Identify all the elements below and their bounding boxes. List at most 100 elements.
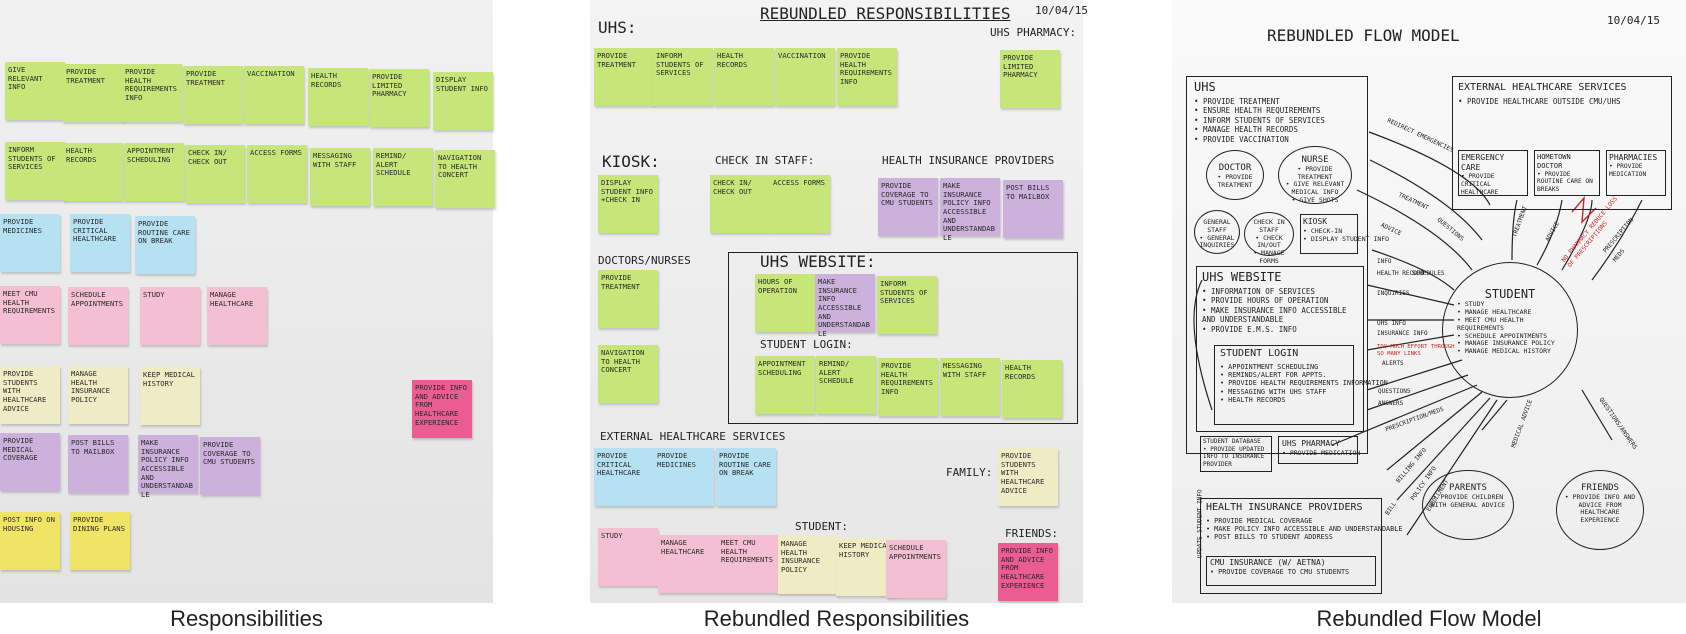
- hometown-doctor-block: Hometown doctor • Provide routine care o…: [1537, 153, 1599, 194]
- general-staff-circle: General staff • General inquiries: [1194, 210, 1240, 254]
- student-login-item: • Health records: [1220, 396, 1286, 405]
- uhs-item: • Inform students of services: [1194, 115, 1325, 125]
- external-item: • Provide healthcare outside CMU/UHS: [1458, 96, 1621, 106]
- general-staff-item: • General inquiries: [1199, 233, 1235, 250]
- student-title: Student: [1484, 287, 1536, 301]
- flow-title: Rebundled Flow Model: [1267, 26, 1460, 45]
- student-login-block: Student Login • Appointment scheduling •…: [1220, 348, 1388, 405]
- pharmacies-block: Pharmacies • Provide medication: [1609, 153, 1665, 179]
- sticky-note: Schedule appointments: [68, 287, 128, 345]
- student-login-item: • Messaging with UHS staff: [1220, 387, 1327, 396]
- sticky-note: Provide coverage to CMU students: [878, 178, 938, 236]
- student-database-title: Student database: [1203, 438, 1261, 445]
- sticky-note: Provide info and advice from healthcare …: [998, 543, 1058, 601]
- flow-label: Alerts: [1382, 360, 1404, 367]
- sticky-note: Provide info and advice from healthcare …: [412, 380, 472, 438]
- section-label: Health insurance providers: [882, 154, 1055, 167]
- sticky-note: Provide critical healthcare: [70, 214, 130, 272]
- flow-arrows: [1193, 131, 1643, 536]
- section-label: External healthcare services: [600, 430, 786, 443]
- emergency-care-box: [1458, 150, 1528, 196]
- sticky-note: Health records: [714, 48, 774, 106]
- uhs-pharmacy-box: [1278, 436, 1358, 464]
- sticky-note: Provide medicines: [654, 448, 714, 506]
- sticky-note: Post bills to mailbox: [1003, 180, 1063, 238]
- student-database-item: • Provide updated info to insurance prov…: [1203, 445, 1265, 468]
- sticky-note: Provide students with healthcare advice: [998, 448, 1058, 506]
- flow-date: 10/04/15: [1607, 14, 1660, 27]
- rebundled-flow-model-photo: Rebundled Flow Model 10/04/15 UHS • Prov…: [1172, 0, 1686, 603]
- insurance-item: • Provide medical coverage: [1206, 516, 1313, 525]
- sticky-note: Remind/ alert schedule: [373, 148, 433, 206]
- website-item: • Provide hours of operation: [1202, 296, 1329, 306]
- hometown-doctor-box: [1534, 150, 1600, 196]
- student-login-box: [1214, 345, 1354, 425]
- emergency-care-item: • Provide critical healthcare: [1461, 173, 1499, 196]
- doctor-title: Doctor: [1218, 163, 1252, 173]
- sticky-note: Manage health insurance policy: [68, 366, 128, 424]
- friends-circle: Friends • Provide info and advice from h…: [1556, 470, 1644, 550]
- sticky-note: Messaging with staff: [310, 148, 370, 206]
- section-label: Kiosk:: [602, 152, 660, 171]
- check-in-staff-item: • Check in/out: [1255, 233, 1283, 250]
- sticky-note: Provide treatment: [63, 64, 123, 122]
- flow-label: Update student info: [1196, 489, 1204, 559]
- section-label: UHS Website:: [760, 252, 876, 271]
- flow-label: Answers: [1378, 400, 1404, 407]
- section-label: UHS Pharmacy:: [990, 26, 1077, 39]
- sticky-note: Health records: [308, 68, 368, 126]
- doctor-item: • Provide treatment: [1217, 172, 1253, 189]
- sticky-note: Navigation to health concert: [598, 345, 658, 403]
- external-title: External Healthcare Services: [1458, 82, 1627, 93]
- cmu-insurance-title: CMU Insurance (w/ Aetna): [1210, 558, 1326, 567]
- emergency-care-block: Emergency care • Provide critical health…: [1461, 153, 1527, 196]
- sticky-note: Check in/ check out: [710, 175, 770, 233]
- sticky-note: Provide health requirements info: [878, 358, 938, 416]
- sticky-note: Make insurance policy info accessible an…: [940, 178, 1000, 242]
- section-label: Friends:: [1005, 527, 1058, 540]
- sticky-note: Provide coverage to CMU students: [200, 437, 260, 495]
- uhs-title: UHS: [1194, 80, 1216, 94]
- uhs-pharmacy-block: UHS Pharmacy • Provide medication: [1282, 439, 1360, 457]
- nurse-item: • Give relevant medical info: [1285, 180, 1345, 197]
- sticky-note: Provide limited pharmacy: [1000, 50, 1060, 108]
- sticky-note: Messaging with staff: [940, 358, 1000, 416]
- sticky-note: Display student info +check in: [598, 175, 658, 233]
- sticky-note: Provide treatment: [183, 66, 243, 124]
- section-label: Family:: [946, 466, 993, 479]
- parents-item: • Provide children with general advice: [1430, 492, 1506, 509]
- sticky-note: Vaccination: [244, 66, 304, 124]
- sticky-note: Navigation to health concert: [435, 150, 495, 208]
- student-item: • Manage insurance policy: [1457, 339, 1555, 348]
- external-block: External Healthcare Services • Provide h…: [1458, 82, 1627, 106]
- uhs-website-box: [1196, 266, 1364, 432]
- uhs-item: • Provide vaccination: [1194, 134, 1289, 144]
- board-title: Rebundled Responsibilities: [760, 4, 1011, 23]
- responsibilities-photo: Give relevant info Provide treatment Pro…: [0, 0, 495, 603]
- student-item: • Schedule appointments: [1457, 331, 1548, 340]
- sticky-note: Meet CMU health requirements: [0, 286, 60, 344]
- sticky-note: Provide treatment: [598, 270, 658, 328]
- student-database-block: Student database • Provide updated info …: [1203, 438, 1271, 468]
- sticky-note: Provide health requirements info: [122, 64, 182, 122]
- sticky-note: Appointment scheduling: [124, 143, 184, 201]
- sticky-note: Check in/ check out: [185, 145, 245, 203]
- sticky-note: Provide medicines: [0, 214, 60, 272]
- sticky-note: Provide routine care on break: [716, 448, 776, 506]
- flow-label: Insurance info: [1377, 330, 1428, 337]
- sticky-note: Vaccination: [775, 48, 835, 106]
- sticky-note: Post info on housing: [0, 512, 60, 570]
- flow-label: UHS info: [1377, 320, 1406, 327]
- cmu-insurance-box: [1206, 556, 1376, 586]
- friends-title: Friends: [1581, 483, 1619, 493]
- nurse-title: Nurse: [1301, 155, 1329, 165]
- student-item: • Meet CMU health requirements: [1457, 315, 1524, 332]
- insurance-block: Health Insurance Providers • Provide med…: [1206, 502, 1402, 542]
- uhs-website-group: [728, 252, 1078, 424]
- sticky-note: Access forms: [247, 145, 307, 203]
- section-label: Doctors/Nurses: [598, 254, 691, 267]
- sticky-note: Health records: [63, 143, 123, 201]
- uhs-website-block: UHS Website • Information of services • …: [1202, 270, 1347, 334]
- kiosk-block: Kiosk • Check-in • Display student info: [1303, 217, 1389, 243]
- uhs-pharmacy-item: • Provide medication: [1282, 449, 1361, 457]
